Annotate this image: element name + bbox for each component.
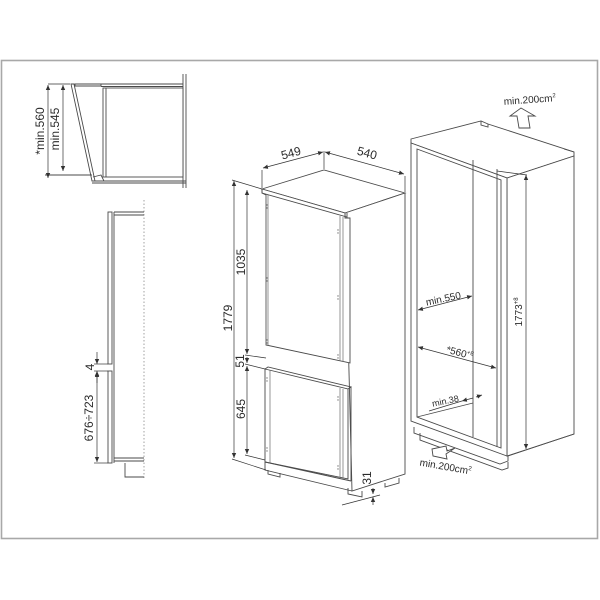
hinge-dots <box>266 204 339 470</box>
appliance-drawing: 549 540 1779 1035 51 645 31 <box>221 144 407 506</box>
lower-door-front <box>264 368 349 480</box>
label-min-560: *min.560 <box>33 107 47 155</box>
label-depth-549: 549 <box>279 144 302 163</box>
label-foot-31: 31 <box>360 471 374 485</box>
niche-drawing: min.200cm2 min.200cm2 min.550 *560+8 min… <box>410 93 575 478</box>
appliance-side <box>344 192 406 492</box>
label-bottom-vent: min.200cm2 <box>419 458 473 478</box>
label-top-vent: min.200cm2 <box>503 93 557 108</box>
upper-door-front <box>261 188 351 364</box>
cabinet-box <box>102 87 184 178</box>
label-height-1779: 1779 <box>221 304 235 331</box>
label-height-645: 645 <box>234 399 248 419</box>
door-side-detail: 4 676÷723 <box>82 200 145 478</box>
label-gap-4: 4 <box>83 363 97 370</box>
drawing-frame <box>0 59 599 540</box>
label-width-560: *560+8 <box>445 345 475 363</box>
label-door-range: 676÷723 <box>82 394 96 441</box>
label-height-1035: 1035 <box>234 248 248 275</box>
vent-in-arrow-icon <box>431 445 456 460</box>
lower-door <box>107 370 113 464</box>
upper-door <box>107 211 113 365</box>
top-section-detail: *min.560 min.545 <box>33 74 187 188</box>
label-min-545: min.545 <box>48 107 62 150</box>
vent-up-arrow-icon <box>508 107 537 129</box>
label-height-1773: 1773+8 <box>514 297 525 327</box>
label-gap-51: 51 <box>233 354 247 368</box>
door-panel <box>70 83 96 182</box>
label-width-540: 540 <box>356 144 379 163</box>
